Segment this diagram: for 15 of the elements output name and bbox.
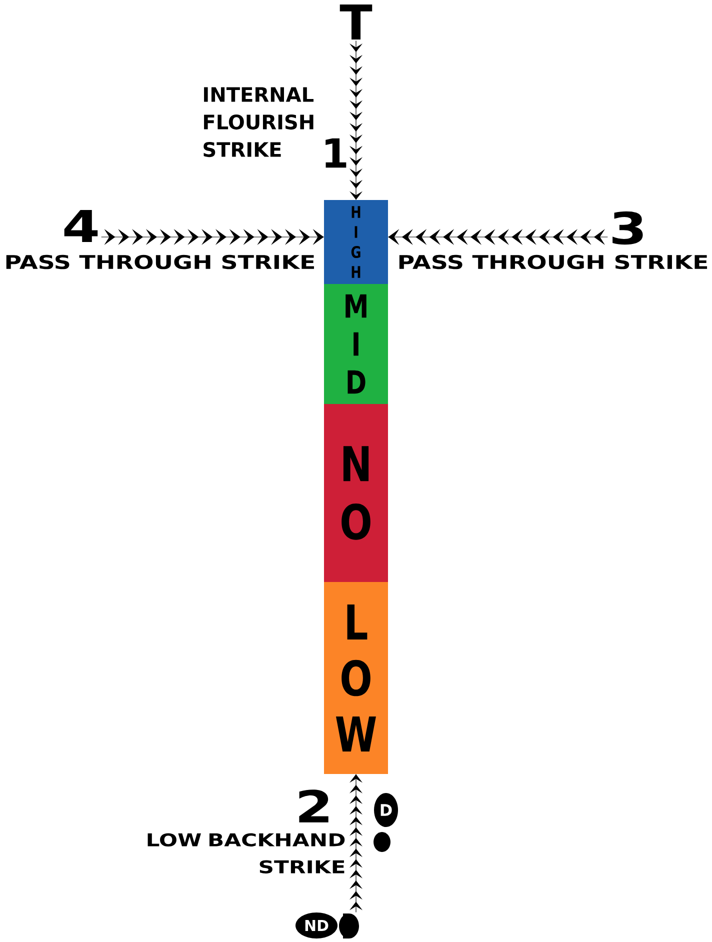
zone-box: HIGH	[324, 200, 388, 284]
zone-box: NO	[324, 404, 388, 582]
number-label: 4	[64, 210, 98, 242]
footprint: D	[374, 793, 398, 852]
footprint: ND	[296, 912, 359, 938]
zone-box: LOW	[324, 582, 388, 774]
caption-text: PASS THROUGH STRIKE	[6, 254, 314, 270]
number-label: 2	[299, 790, 328, 822]
number-label: 1	[326, 138, 346, 168]
caption-text: INTERNAL FLOURISH STRIKE	[204, 87, 314, 158]
number-label: 3	[612, 211, 643, 245]
caption-text: LOW BACKHAND STRIKE	[148, 833, 345, 874]
caption-text: PASS THROUGH STRIKE	[399, 254, 708, 270]
letter-label: T	[340, 4, 372, 40]
zone-box: MID	[324, 284, 388, 404]
